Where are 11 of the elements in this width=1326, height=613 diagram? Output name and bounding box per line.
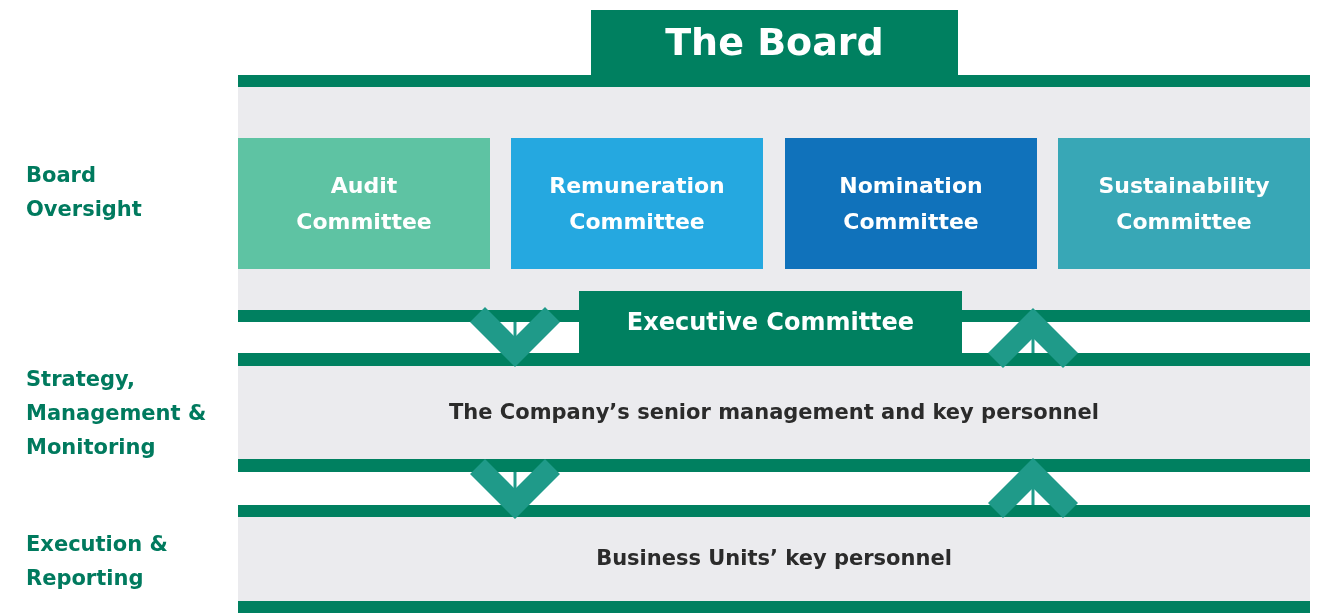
committee-box: Remuneration Committee xyxy=(511,138,763,269)
row-label: Strategy, Management & Monitoring xyxy=(26,366,208,461)
row-label: Board Oversight xyxy=(26,162,143,223)
management-band: The Company’s senior management and key personnel xyxy=(238,353,1310,472)
board-tab: The Board xyxy=(591,10,958,75)
row-label: Execution & Reporting xyxy=(26,531,169,592)
committee-box: Nomination Committee xyxy=(785,138,1037,269)
business-band: Business Units’ key personnel xyxy=(238,505,1310,613)
committee-box: Audit Committee xyxy=(238,138,490,269)
executive-tab: Executive Committee xyxy=(579,291,962,353)
committee-box: Sustainability Committee xyxy=(1058,138,1310,269)
